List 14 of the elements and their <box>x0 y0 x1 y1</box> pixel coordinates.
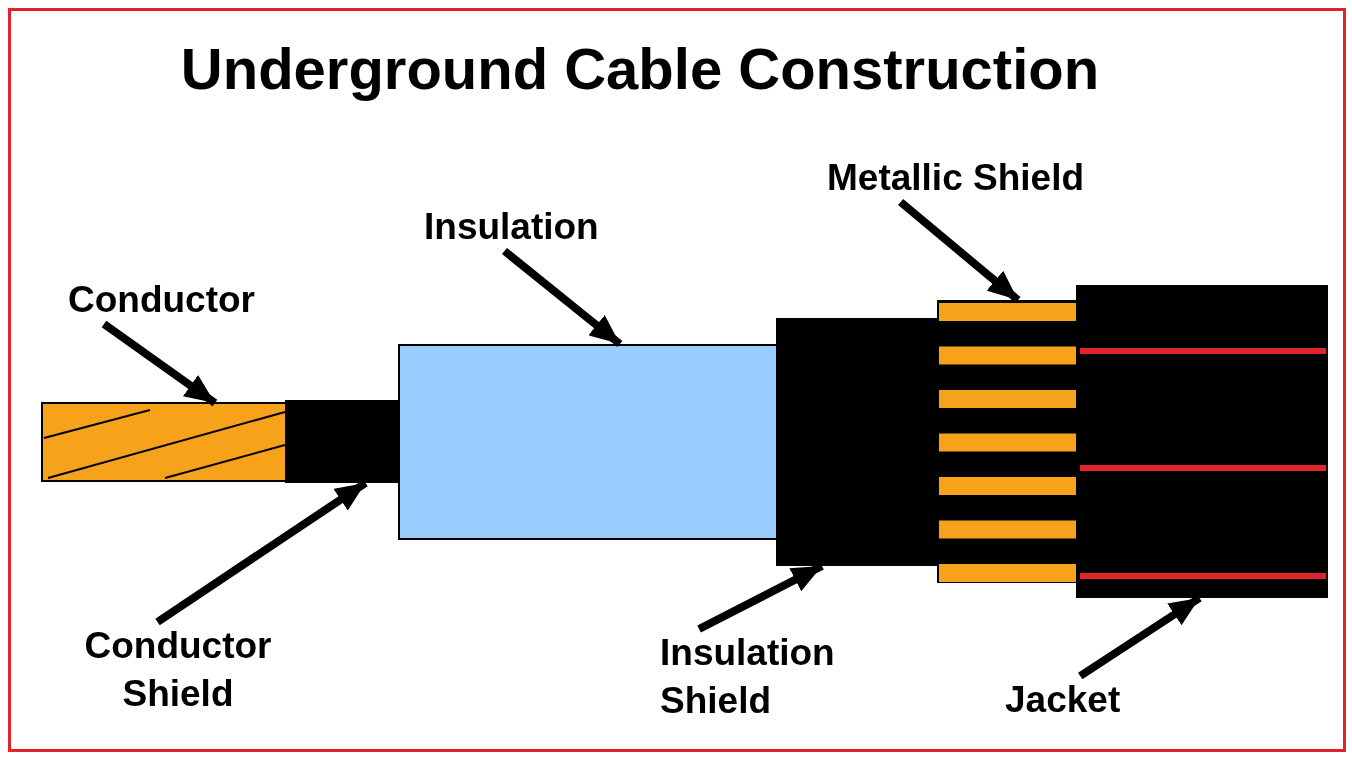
title: Underground Cable Construction <box>179 35 1101 103</box>
insulation-layer <box>398 344 778 540</box>
part-label: Insulation <box>424 203 654 251</box>
part-label: Metallic Shield <box>827 154 1147 202</box>
arrow <box>101 320 218 407</box>
shield-layer <box>285 400 400 483</box>
arrow <box>502 247 623 348</box>
shield-layer <box>776 318 940 566</box>
jacket-drawing <box>1076 285 1328 598</box>
part-label: Conductor <box>68 276 308 324</box>
part-label: Insulation Shield <box>660 629 890 725</box>
conductor-strand-drawing <box>41 402 288 482</box>
part-label: Conductor Shield <box>50 622 306 718</box>
part-label: Jacket <box>1005 676 1165 724</box>
